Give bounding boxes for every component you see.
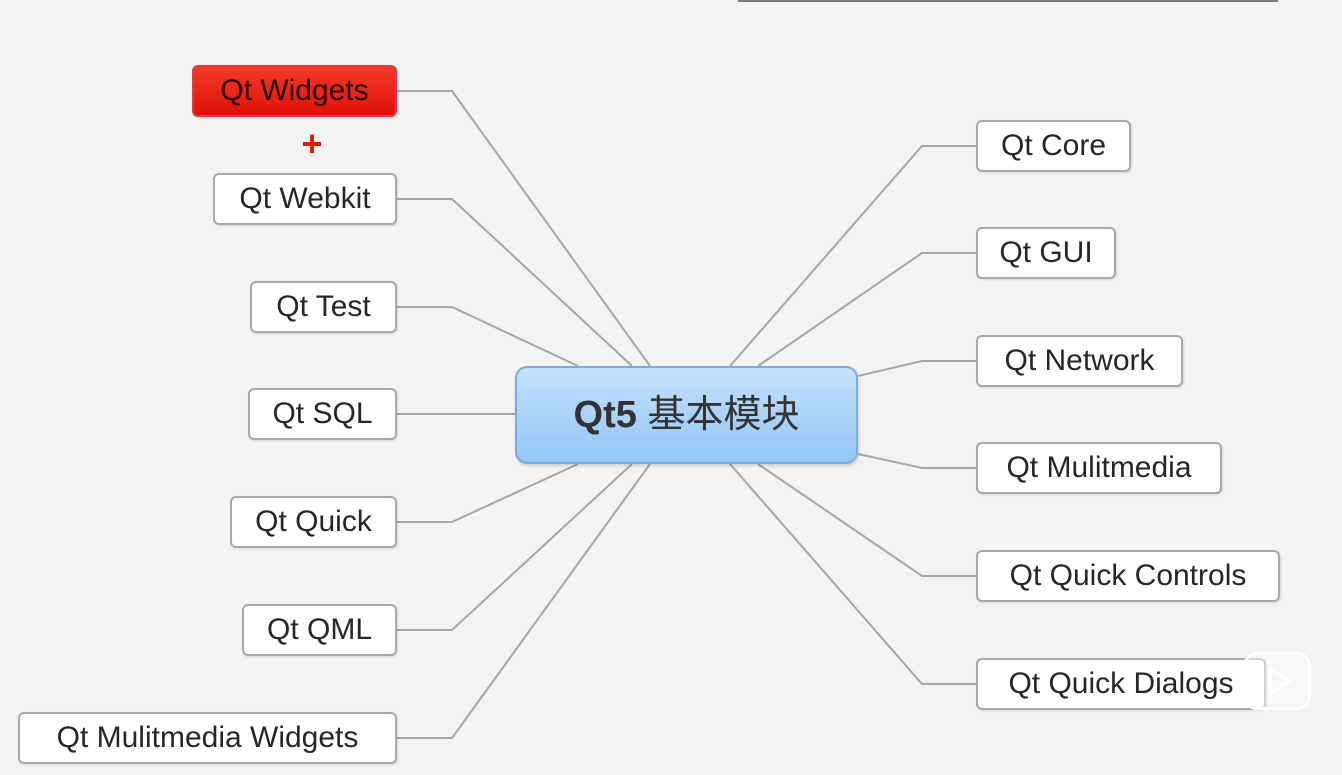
connector-qt-quick-controls: [757, 463, 977, 577]
node-qt-sql[interactable]: Qt SQL: [248, 388, 397, 440]
connector-qt-quick: [396, 463, 579, 523]
plus-marker: +: [301, 123, 323, 164]
connector-qt-quick-dialogs: [729, 463, 977, 685]
connector-qt-core: [729, 145, 977, 367]
node-qt-quick[interactable]: Qt Quick: [230, 496, 397, 548]
node-qt-gui[interactable]: Qt GUI: [976, 227, 1116, 279]
node-qt-network[interactable]: Qt Network: [976, 335, 1183, 387]
connector-qt-webkit: [396, 198, 633, 367]
center-node-suffix: 基本模块: [636, 394, 800, 436]
node-qt-test[interactable]: Qt Test: [250, 281, 397, 333]
node-qt-mulitmedia[interactable]: Qt Mulitmedia: [976, 442, 1222, 494]
node-qt-qml[interactable]: Qt QML: [242, 604, 397, 656]
connector-qt-gui: [757, 252, 977, 367]
node-qt-quick-dialogs[interactable]: Qt Quick Dialogs: [976, 658, 1266, 710]
top-divider: [738, 0, 1278, 2]
node-qt-webkit[interactable]: Qt Webkit: [213, 173, 397, 225]
node-qt-widgets[interactable]: Qt Widgets: [192, 65, 397, 117]
connector-qt-test: [396, 306, 579, 367]
play-icon: [1268, 667, 1292, 695]
connector-qt-mulitmedia: [857, 453, 977, 469]
node-qt-quick-controls[interactable]: Qt Quick Controls: [976, 550, 1280, 602]
connector-qt-widgets: [396, 90, 651, 367]
connector-qt-mulitmedia-widgets: [396, 463, 651, 739]
node-qt-mulitmedia-widgets[interactable]: Qt Mulitmedia Widgets: [18, 712, 397, 764]
center-node[interactable]: Qt5 基本模块: [515, 366, 858, 464]
play-button[interactable]: [1243, 652, 1311, 710]
connector-qt-network: [857, 360, 977, 377]
center-node-prefix: Qt5: [573, 394, 637, 436]
node-qt-core[interactable]: Qt Core: [976, 120, 1131, 172]
connector-qt-qml: [396, 463, 633, 631]
